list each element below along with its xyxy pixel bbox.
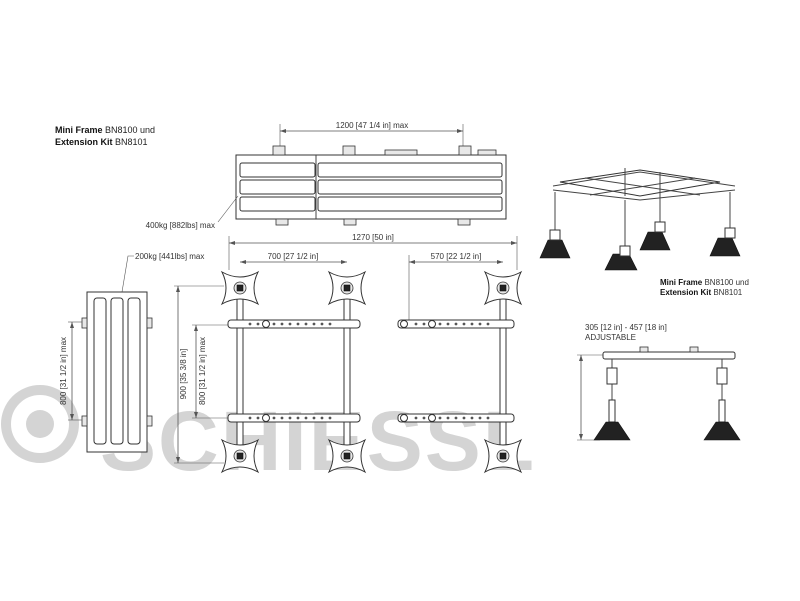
- side-foot-icon: [703, 421, 741, 441]
- dim-height-800-side: 800 [31 1/2 in] max: [59, 337, 68, 405]
- side-foot-icon: [593, 421, 631, 441]
- dim-load-small: 200kg [441lbs] max: [135, 252, 204, 261]
- adjustable-side-view: 305 [12 in] - 457 [18 in] ADJUSTABLE: [577, 323, 741, 441]
- dim-adjust-label: ADJUSTABLE: [585, 333, 636, 342]
- base-foot-icon: [483, 438, 523, 474]
- watermark-text: SCHIESSL: [100, 394, 536, 488]
- title-iso-line1: Mini Frame BN8100 und: [660, 278, 749, 287]
- plan-view: 1270 [50 in] 700 [27 1/2 in] 570 [22 1/2…: [174, 233, 523, 474]
- title-top-line2: Extension Kit BN8101: [55, 137, 148, 147]
- iso-foot-icon: [539, 229, 571, 259]
- base-foot-icon: [220, 270, 260, 306]
- base-foot-icon: [220, 438, 260, 474]
- dim-width-570: 570 [22 1/2 in]: [431, 252, 482, 261]
- base-foot-icon: [327, 270, 367, 306]
- dim-height-800-plan: 800 [31 1/2 in] max: [198, 337, 207, 405]
- base-foot-icon: [483, 270, 523, 306]
- dim-width-700: 700 [27 1/2 in]: [268, 252, 319, 261]
- side-view-small: 200kg [441lbs] max 800 [31 1/2 in] max: [59, 252, 204, 453]
- dim-height-900: 900 [35 3/8 in]: [179, 349, 188, 400]
- iso-foot-icon: [709, 227, 741, 257]
- dim-length-top: 1200 [47 1/4 in] max: [336, 121, 409, 130]
- watermark-logo-core: [26, 410, 54, 438]
- dim-adjust-range: 305 [12 in] - 457 [18 in]: [585, 323, 667, 332]
- watermark-logo-icon: [1, 385, 79, 463]
- watermark: SCHIESSL: [1, 385, 536, 488]
- title-top-line1: Mini Frame BN8100 und: [55, 125, 155, 135]
- dim-load-large: 400kg [882lbs] max: [146, 221, 215, 230]
- base-foot-icon: [327, 438, 367, 474]
- title-iso-line2: Extension Kit BN8101: [660, 288, 743, 297]
- top-view-frame: 1200 [47 1/4 in] max 400kg [882lbs] max: [146, 121, 507, 230]
- iso-foot-icon: [604, 245, 638, 271]
- isometric-view: Mini Frame BN8100 und Extension Kit BN81…: [539, 168, 749, 297]
- iso-foot-icon: [639, 221, 671, 251]
- dim-total-width: 1270 [50 in]: [352, 233, 394, 242]
